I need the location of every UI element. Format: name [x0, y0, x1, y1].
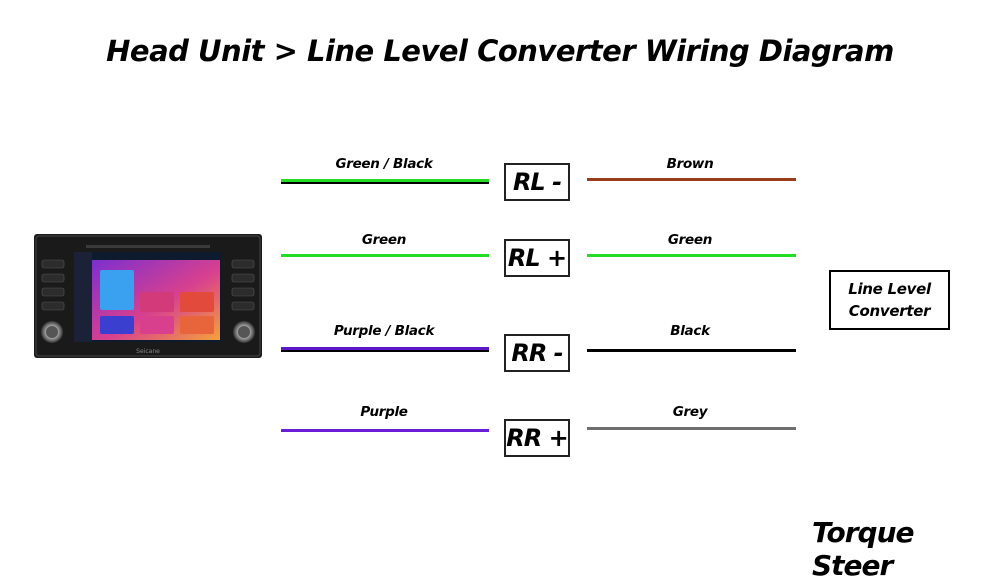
converter-wire-line: [587, 254, 796, 257]
channel-terminal-box: RR +: [504, 419, 570, 457]
car-stereo-head-unit-icon: Seicane: [34, 234, 262, 358]
converter-wire-label: Brown: [666, 156, 714, 172]
channel-terminal-box: RR -: [504, 334, 570, 372]
channel-terminal-box: RL +: [504, 239, 570, 277]
head-unit-maker: Seicane: [136, 348, 160, 355]
converter-wire-line: [587, 178, 796, 181]
converter-label-line2: Converter: [848, 302, 931, 320]
converter-wire-line: [587, 427, 796, 430]
head-wire-label: Green: [361, 232, 407, 248]
brand-logo: Torque Steer: [812, 516, 915, 582]
head-wire-line: [281, 254, 489, 257]
converter-wire-label: Grey: [672, 404, 708, 420]
head-wire-label: Green / Black: [335, 156, 433, 172]
head-wire-line: [281, 179, 489, 184]
head-wire-label: Purple / Black: [333, 323, 435, 339]
converter-wire-label: Black: [670, 323, 710, 339]
converter-label-line1: Line Level: [848, 280, 931, 298]
line-level-converter-box: Line Level Converter: [829, 270, 950, 330]
converter-wire-line: [587, 349, 796, 352]
converter-wire-label: Green: [667, 232, 713, 248]
channel-terminal-box: RL -: [504, 163, 570, 201]
head-wire-label: Purple: [360, 404, 408, 420]
diagram-title: Head Unit > Line Level Converter Wiring …: [106, 34, 894, 68]
head-wire-line: [281, 347, 489, 352]
head-wire-line: [281, 429, 489, 432]
